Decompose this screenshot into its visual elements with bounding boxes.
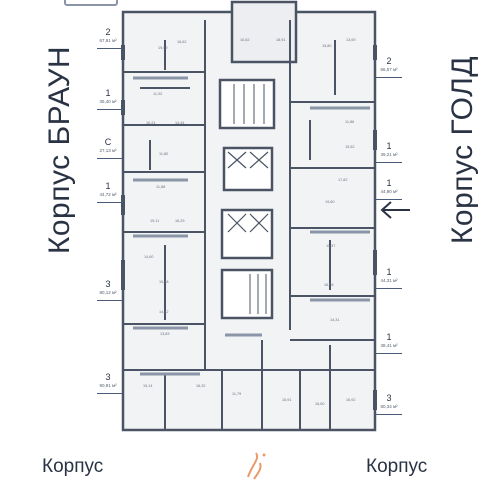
tag-underline xyxy=(97,109,123,110)
room-area: 19,60 xyxy=(325,200,335,204)
tag-underline xyxy=(376,199,402,200)
bottom-apartment-walls xyxy=(123,330,375,430)
bottom-accent-walls xyxy=(140,333,262,376)
tag-area: 80,12 м² xyxy=(99,290,117,295)
tag-area: 44,31 м² xyxy=(380,278,398,283)
floor-plan xyxy=(121,0,377,432)
room-area: 16,92 xyxy=(346,398,356,402)
central-core xyxy=(218,78,276,320)
room-area: 16,29 xyxy=(175,219,185,223)
right-accent-walls xyxy=(310,106,370,302)
window-bars xyxy=(121,45,377,410)
tag-underline xyxy=(97,202,123,203)
tag-underline xyxy=(376,77,402,78)
room-area: 11,88 xyxy=(156,185,166,189)
room-area: 10,21 xyxy=(146,121,156,125)
tag-rooms: С xyxy=(104,137,112,147)
room-area: 15,14 xyxy=(143,384,153,388)
room-area: 11,37 xyxy=(326,244,336,248)
entrance-arrow-icon xyxy=(380,201,410,219)
tag-rooms: 1 xyxy=(386,332,392,342)
right-apartment-walls xyxy=(289,20,375,341)
tag-underline xyxy=(376,414,402,415)
tag-area: 44,90 м² xyxy=(380,189,398,194)
tag-underline xyxy=(97,48,123,49)
room-area: 11,80 xyxy=(159,152,169,156)
room-area: 14,60 xyxy=(144,255,154,259)
tag-underline xyxy=(376,162,402,163)
apartment-tag-right-1[interactable]: 2 66,57 м² xyxy=(374,56,404,73)
tag-area: 90,91 м² xyxy=(99,383,117,388)
tag-rooms: 3 xyxy=(386,393,392,403)
tag-area: 35,40 м² xyxy=(99,99,117,104)
tag-area: 38,41 м² xyxy=(380,343,398,348)
room-area: 19,48 xyxy=(159,280,169,284)
building-label-braun: Корпус БРАУН xyxy=(43,45,76,255)
tag-underline xyxy=(376,353,402,354)
room-area: 10,62 xyxy=(240,38,250,42)
room-area: 15,91 xyxy=(282,398,292,402)
room-area: 13,69 xyxy=(346,38,356,42)
elevator-crosses xyxy=(227,151,269,233)
room-area: 19,09 xyxy=(158,46,168,50)
apartment-tag-left-6[interactable]: 3 90,91 м² xyxy=(93,372,123,389)
tag-underline xyxy=(376,288,402,289)
tag-rooms: 1 xyxy=(386,178,392,188)
tag-area: 44,72 м² xyxy=(99,192,117,197)
apartment-tag-left-3[interactable]: С 27,13 м² xyxy=(93,137,123,154)
tag-rooms: 3 xyxy=(105,372,111,382)
building-label-bottom-right: Корпус xyxy=(366,456,428,477)
room-area: 16,32 xyxy=(196,384,206,388)
tag-underline xyxy=(97,393,123,394)
tag-rooms: 3 xyxy=(105,279,111,289)
apartment-tag-right-6[interactable]: 3 80,34 м² xyxy=(374,393,404,410)
tag-area: 80,34 м² xyxy=(380,404,398,409)
tag-area: 67,91 м² xyxy=(99,38,117,43)
top-apartment-block xyxy=(230,0,298,64)
tag-rooms: 1 xyxy=(386,141,392,151)
room-area: 16,62 xyxy=(177,40,187,44)
room-area: 17,82 xyxy=(338,178,348,182)
room-area: 16,28 xyxy=(324,283,334,287)
tag-rooms: 1 xyxy=(386,267,392,277)
apartment-tag-right-3[interactable]: 1 44,90 м² xyxy=(374,178,404,195)
apartment-tag-left-2[interactable]: 1 35,40 м² xyxy=(93,88,123,105)
room-area: 15,52 xyxy=(345,145,355,149)
room-area: 14,44 xyxy=(175,121,185,125)
left-accent-walls xyxy=(133,76,188,330)
tag-underline xyxy=(97,158,123,159)
tag-rooms: 1 xyxy=(105,88,111,98)
tag-area: 27,13 м² xyxy=(99,148,117,153)
room-area: 16,60 xyxy=(315,402,325,406)
building-label-gold: Корпус ГОЛД xyxy=(446,55,479,245)
tag-area: 66,57 м² xyxy=(380,67,398,72)
apartment-tag-left-5[interactable]: 3 80,12 м² xyxy=(93,279,123,296)
core-stairs xyxy=(233,84,267,314)
tag-rooms: 2 xyxy=(386,56,392,66)
tag-underline xyxy=(97,300,123,301)
apartment-tag-left-1[interactable]: 2 67,91 м² xyxy=(93,27,123,44)
apartment-tag-left-4[interactable]: 1 44,72 м² xyxy=(93,181,123,198)
room-area: 11,86 xyxy=(345,120,355,124)
tag-rooms: 2 xyxy=(105,27,111,37)
room-area: 14,42 xyxy=(159,310,169,314)
logo-mark xyxy=(247,452,266,480)
room-area: 19,11 xyxy=(150,219,160,223)
left-apartment-walls xyxy=(123,20,206,330)
top-tab-marker xyxy=(64,0,118,6)
room-area: 11,79 xyxy=(232,392,242,396)
apartment-tag-right-4[interactable]: 1 44,31 м² xyxy=(374,267,404,284)
room-area: 15,80 xyxy=(322,44,332,48)
room-area: 11,02 xyxy=(153,92,163,96)
room-area: 13,83 xyxy=(160,332,170,336)
tag-area: 39,21 м² xyxy=(380,152,398,157)
apartment-tag-right-5[interactable]: 1 38,41 м² xyxy=(374,332,404,349)
room-area: 14,31 xyxy=(330,318,340,322)
building-label-bottom-left: Корпус xyxy=(42,456,104,477)
tag-rooms: 1 xyxy=(105,181,111,191)
apartment-tag-right-2[interactable]: 1 39,21 м² xyxy=(374,141,404,158)
room-area: 18,91 xyxy=(276,38,286,42)
